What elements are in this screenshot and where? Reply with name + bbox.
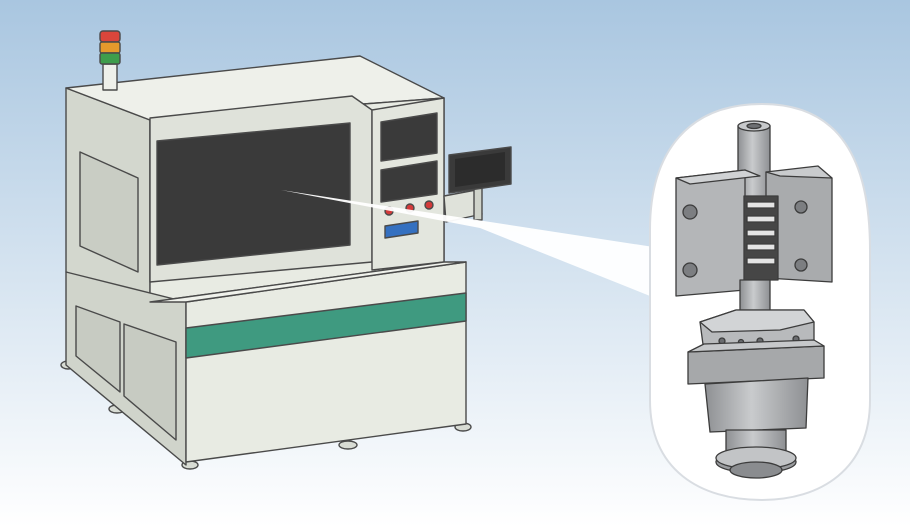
side-door-right [123, 323, 177, 441]
side-monitor-screen [455, 152, 505, 187]
side-door-left [75, 305, 121, 393]
bolt-hole [794, 200, 808, 214]
control-monitor-upper [380, 112, 438, 162]
lower-ledge [149, 261, 467, 303]
control-button-red-3[interactable] [424, 200, 434, 210]
lower-body [704, 377, 809, 433]
signal-light-orange [99, 41, 121, 54]
signal-tower [99, 30, 121, 91]
monitor-arm-post [473, 185, 483, 221]
magnified-component [675, 120, 833, 479]
machine [60, 30, 512, 470]
control-keypad[interactable] [384, 220, 419, 239]
green-band [185, 292, 467, 359]
side-access-panel [79, 151, 139, 273]
bolt-hole [794, 258, 808, 272]
control-monitor-lower [380, 160, 438, 203]
bolt-hole [682, 262, 698, 278]
clamp-block-left [675, 169, 746, 297]
display-screen [156, 122, 351, 266]
callout-pointer [281, 190, 660, 296]
spring-coil [743, 195, 779, 281]
bolt-hole [682, 204, 698, 220]
signal-light-green [99, 52, 121, 65]
signal-light-red [99, 30, 121, 43]
